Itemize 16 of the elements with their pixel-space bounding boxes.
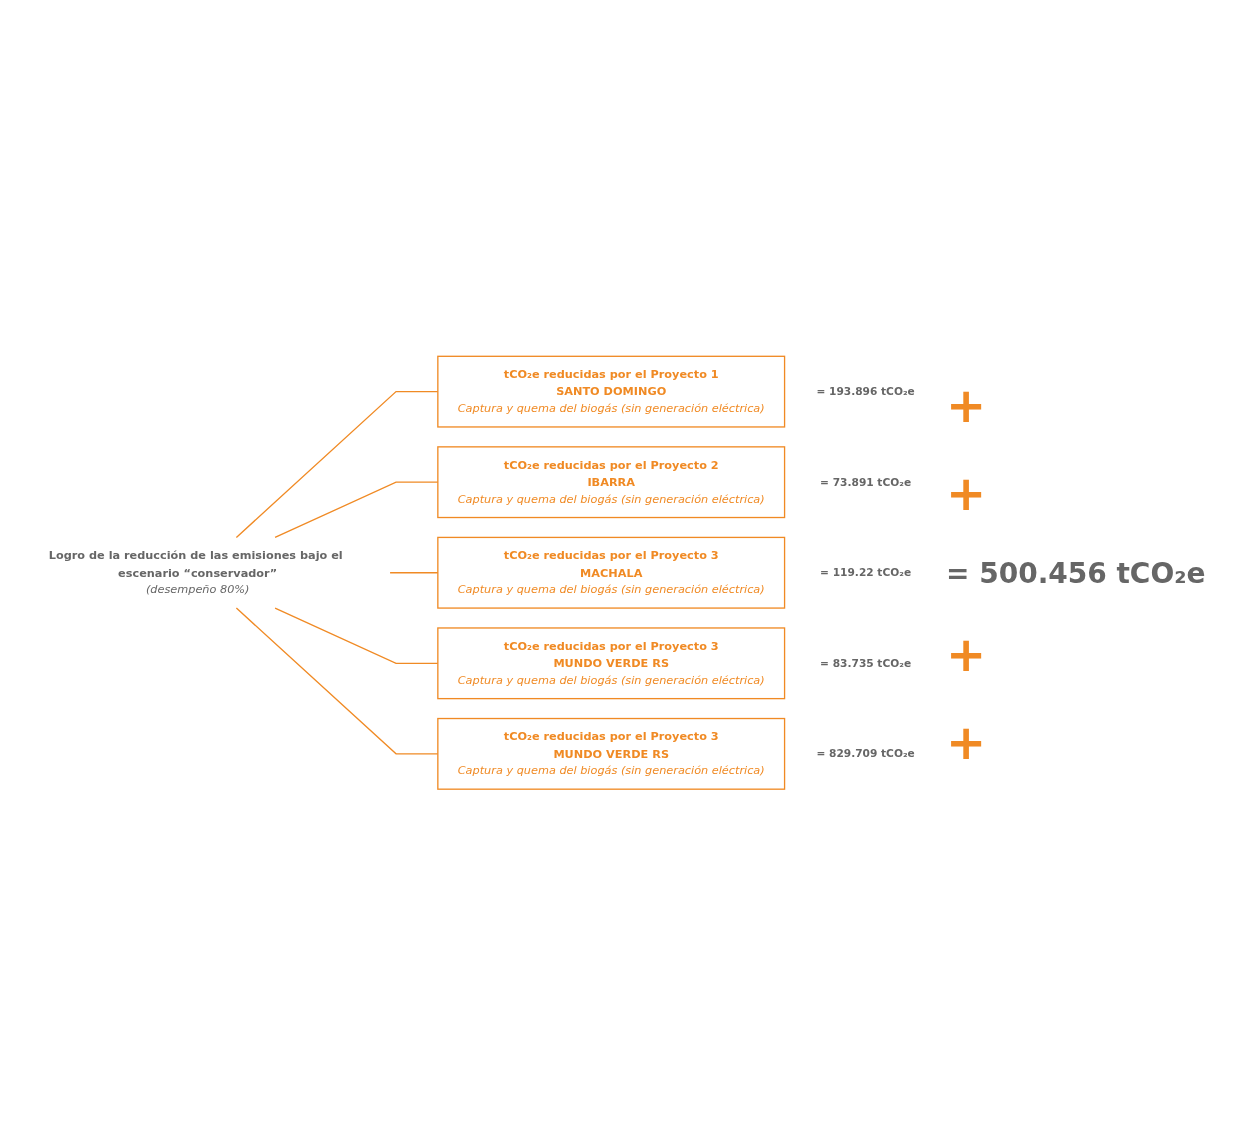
plus-sign: + xyxy=(946,380,987,429)
node-label: = 193.896 tCO₂e xyxy=(816,385,915,398)
node-box: tCO₂e reducidas por el Proyecto 3 MUNDO VERDE RS Captura y quema del biogás (sin generación eléctrica) xyxy=(437,718,786,791)
node-text: Logro de la reducción de las emisiones bajo el escenario “conservador” (desempeño 80%) xyxy=(48,548,343,597)
node-label: = 119.22 tCO₂e xyxy=(820,566,912,579)
node-label: = 829.709 tCO₂e xyxy=(816,747,915,761)
total-value: = 500.456 tCO₂e xyxy=(946,556,1206,590)
plus-sign: + xyxy=(946,717,987,766)
plus-sign: + xyxy=(946,629,987,678)
node-box: tCO₂e reducidas por el Proyecto 3 MACHALA Captura y quema del biogás (sin generación eléctrica) xyxy=(437,537,786,609)
node-box: tCO₂e reducidas por el Proyecto 3 MUNDO VERDE RS Captura y quema del biogás (sin generación eléctrica) xyxy=(437,627,786,700)
node-box: tCO₂e reducidas por el Proyecto 1 SANTO DOMINGO Captura y quema del biogás (sin generación eléctrica) xyxy=(437,355,786,428)
node-label: = 73.891 tCO₂e xyxy=(820,475,912,489)
plus-sign: + xyxy=(946,468,987,517)
node-label: = 83.735 tCO₂e xyxy=(820,656,912,670)
node-box: tCO₂e reducidas por el Proyecto 2 IBARRA Captura y quema del biogás (sin generación eléctrica) xyxy=(437,446,786,519)
